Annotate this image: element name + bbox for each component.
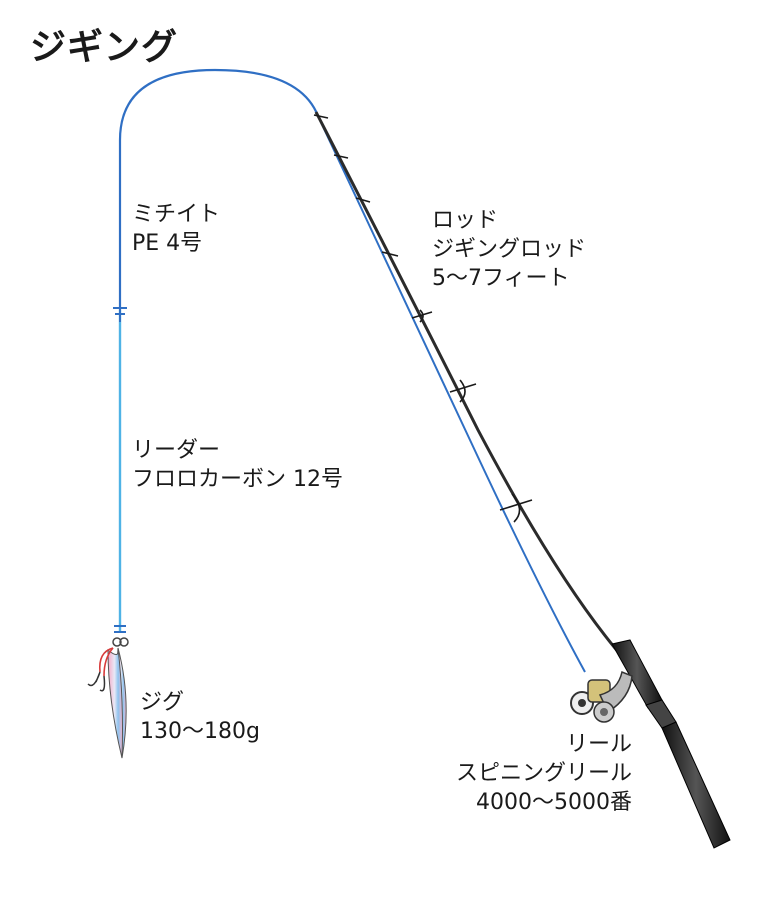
jig-label: ジグ 130～180g bbox=[140, 688, 260, 746]
rod-label-type: ジギングロッド bbox=[432, 237, 587, 262]
main-line-label-name: ミチイト bbox=[132, 202, 221, 227]
swivel-icon bbox=[114, 625, 126, 633]
jig-label-name: ジグ bbox=[140, 690, 185, 715]
jig-label-spec: 130～180g bbox=[140, 719, 260, 744]
rod-label-length: 5～7フィート bbox=[432, 266, 570, 291]
reel-label-type: スピニングリール bbox=[455, 761, 632, 786]
main-line-along-rod bbox=[317, 115, 586, 673]
jig-icon bbox=[87, 637, 129, 759]
rod-label: ロッド ジギングロッド 5～7フィート bbox=[432, 206, 586, 293]
rod-blank bbox=[314, 111, 627, 661]
diagram-title: ジギング bbox=[30, 27, 179, 68]
reel-label-name: リール bbox=[565, 732, 632, 757]
rod-label-name: ロッド bbox=[432, 208, 499, 233]
main-line-label-spec: PE 4号 bbox=[132, 231, 203, 256]
rod-guides bbox=[313, 114, 533, 523]
main-line-label: ミチイト PE 4号 bbox=[132, 200, 220, 258]
rod-grip bbox=[611, 639, 731, 849]
leader-label-spec: フロロカーボン 12号 bbox=[132, 467, 343, 492]
leader-label-name: リーダー bbox=[132, 438, 221, 463]
spinning-reel-icon bbox=[570, 670, 633, 723]
knot-icon bbox=[113, 300, 127, 322]
leader-label: リーダー フロロカーボン 12号 bbox=[132, 436, 343, 494]
reel-label: リール スピニングリール 4000～5000番 bbox=[456, 730, 632, 817]
reel-label-size: 4000～5000番 bbox=[476, 790, 632, 815]
main-line bbox=[118, 68, 320, 310]
